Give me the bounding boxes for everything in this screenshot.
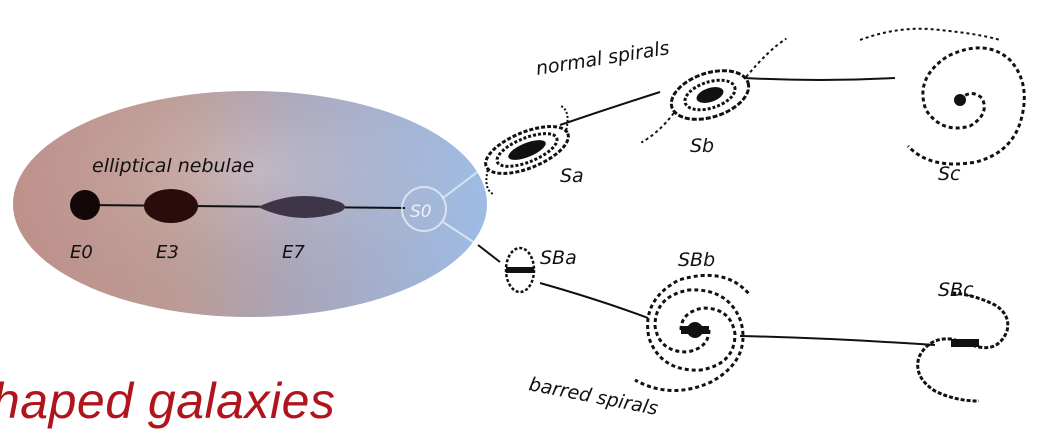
e0-galaxy-shape — [70, 190, 100, 220]
e3-label: E3 — [156, 242, 179, 263]
sbb-label: SBb — [678, 249, 715, 271]
fork-lower-line-outside — [478, 245, 500, 262]
barred-spirals-label: barred spirals — [527, 373, 660, 420]
sba-label: SBa — [540, 247, 577, 269]
sb-label: Sb — [690, 135, 714, 157]
sbc-label: SBc — [938, 279, 974, 301]
e7-label: E7 — [282, 242, 305, 263]
slide-title-partial: haped galaxies — [0, 372, 335, 430]
sba-galaxy-shape — [506, 248, 534, 292]
s0-label: S0 — [410, 202, 432, 222]
sa-label: Sa — [560, 165, 584, 187]
sbc-galaxy-shape — [918, 293, 1008, 401]
sbb-galaxy-shape — [635, 275, 749, 390]
normal-spirals-label: normal spirals — [534, 37, 671, 80]
e3-galaxy-shape — [144, 189, 198, 223]
elliptical-nebulae-label: elliptical nebulae — [92, 155, 254, 177]
sc-label: Sc — [938, 163, 961, 185]
e0-label: E0 — [70, 242, 93, 263]
sc-galaxy-shape — [860, 29, 1024, 164]
